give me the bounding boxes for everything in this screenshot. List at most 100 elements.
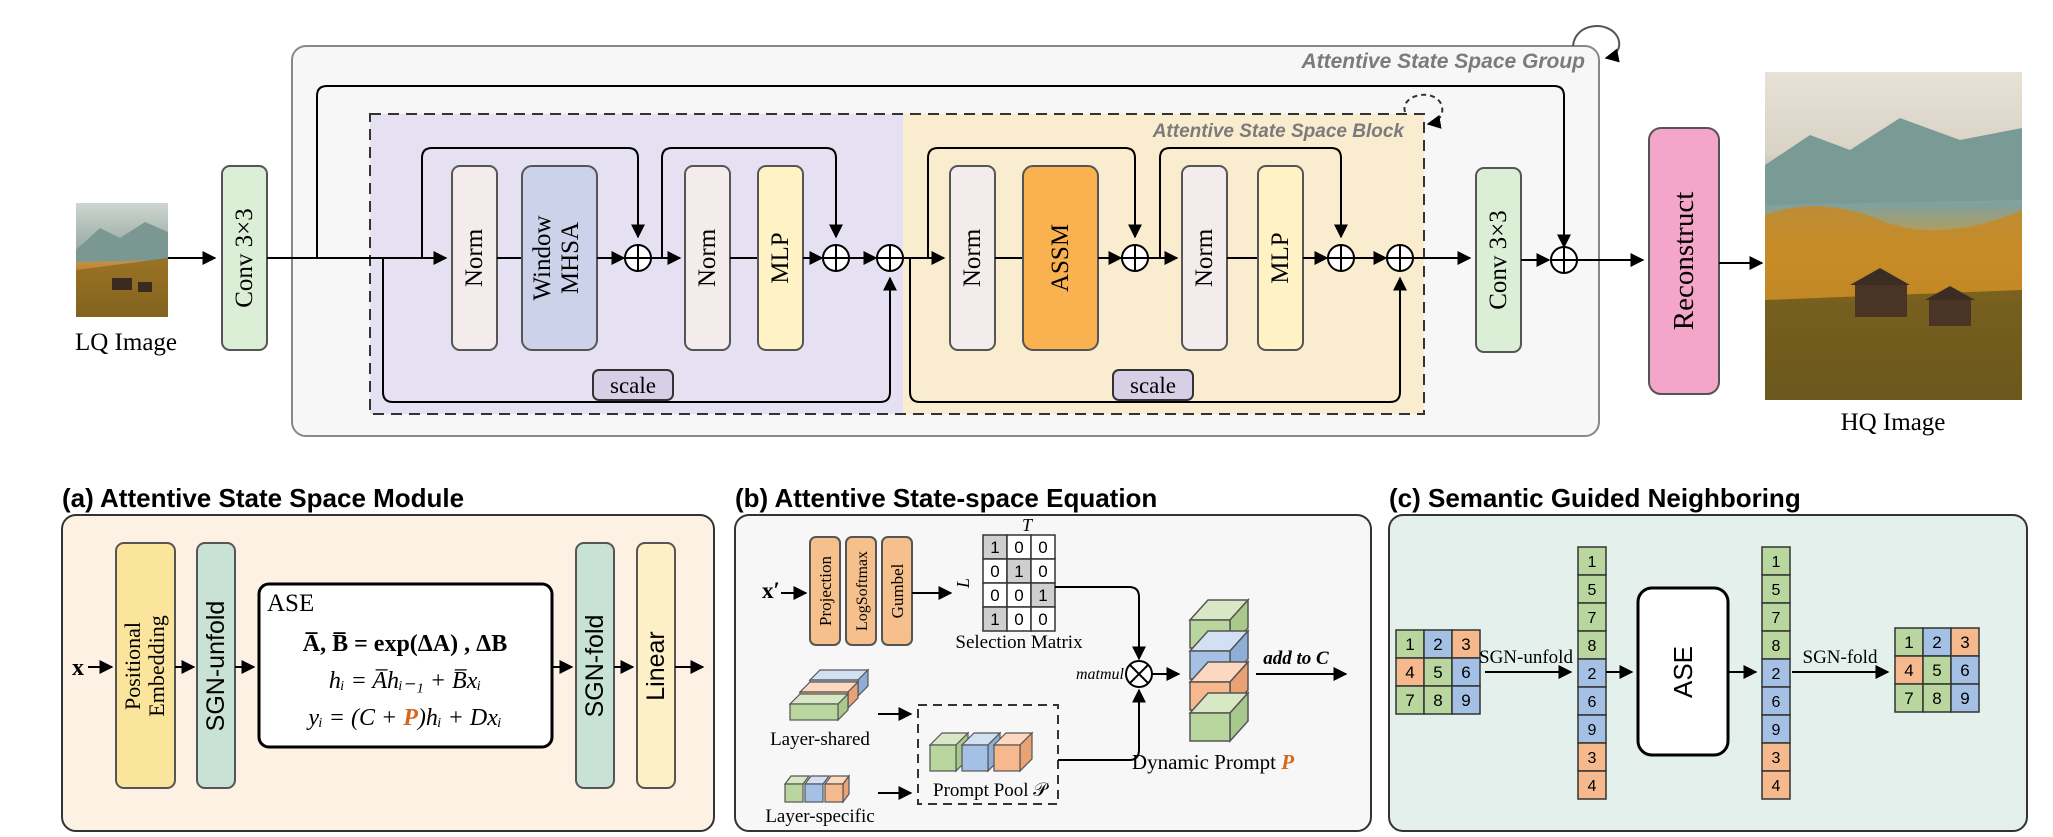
pos-emb-label-2: Embedding — [144, 615, 169, 716]
matrix-cell-value: 0 — [990, 586, 999, 605]
matrix-cell-value: 0 — [1014, 586, 1023, 605]
ase-equation-2: hᵢ = A̅hᵢ₋₁ + B̅xᵢ — [329, 668, 481, 694]
add-circle-6 — [1386, 244, 1414, 272]
matrix-L-label: L — [953, 578, 973, 589]
norm-label-2: Norm — [694, 228, 721, 287]
block-title: Attentive State Space Block — [1152, 121, 1406, 142]
grid-cell-value: 1 — [1405, 635, 1414, 654]
matrix-cell-value: 0 — [1038, 610, 1047, 629]
positional-embedding-block: Positional Embedding — [115, 542, 176, 789]
panel-b-title: (b) Attentive State-space Equation — [735, 483, 1157, 513]
sgn-fold-label: SGN-fold — [581, 615, 609, 718]
scale-box-2 — [1112, 369, 1194, 401]
layer-specific-stack — [783, 774, 851, 804]
column-cell: 6 — [1577, 686, 1607, 716]
column-cell: 7 — [1761, 602, 1791, 632]
matrix-cell: 1 — [1030, 582, 1056, 608]
column-cell: 5 — [1577, 574, 1607, 604]
mlp-block-1: MLP — [757, 165, 804, 351]
column-cell-value: 8 — [1588, 638, 1597, 655]
sgn-unfold-block: SGN-unfold — [196, 542, 236, 789]
scale-box-1 — [592, 369, 674, 401]
column-cell: 2 — [1577, 658, 1607, 688]
grid-cell: 5 — [1423, 657, 1453, 687]
panel-b-input: x′ — [762, 578, 780, 603]
matmul-label: matmul — [1076, 666, 1125, 683]
grid-cell-value: 2 — [1433, 635, 1442, 654]
dp-block-4 — [1188, 691, 1250, 743]
matrix-cell: 1 — [982, 606, 1008, 632]
norm-label-1: Norm — [461, 228, 488, 287]
column-cell: 5 — [1761, 574, 1791, 604]
grid-cell: 9 — [1451, 685, 1481, 715]
column-cell-value: 3 — [1588, 750, 1597, 767]
grid-cell: 4 — [1894, 655, 1924, 685]
column-cell-value: 9 — [1772, 722, 1781, 739]
column-cell: 9 — [1577, 714, 1607, 744]
panel-c-title: (c) Semantic Guided Neighboring — [1389, 483, 1801, 513]
grid-cell-value: 7 — [1405, 691, 1414, 710]
column-cell: 7 — [1577, 602, 1607, 632]
layer-specific-label: Layer-specific — [765, 806, 874, 827]
logsoftmax-label: LogSoftmax — [854, 551, 871, 631]
grid-cell: 4 — [1395, 657, 1425, 687]
matrix-cell: 0 — [982, 582, 1008, 608]
grid-cell: 6 — [1451, 657, 1481, 687]
add-circle-1 — [624, 244, 652, 272]
column-cell-value: 4 — [1588, 778, 1597, 795]
selection-matrix-label: Selection Matrix — [955, 632, 1083, 653]
matmul-operator — [1125, 660, 1153, 688]
grid-cell: 8 — [1922, 683, 1952, 713]
column-cell-value: 4 — [1772, 778, 1781, 795]
grid-cell-value: 5 — [1433, 663, 1442, 682]
column-cell-value: 3 — [1772, 750, 1781, 767]
grid-cell-value: 6 — [1461, 663, 1470, 682]
column-cell: 3 — [1761, 742, 1791, 772]
grid-cell: 1 — [1894, 627, 1924, 657]
norm-block-1: Norm — [451, 165, 498, 351]
grid-cell: 2 — [1922, 627, 1952, 657]
gumbel-block: Gumbel — [881, 536, 913, 646]
column-cell: 4 — [1761, 770, 1791, 800]
column-cell: 8 — [1577, 630, 1607, 660]
grid-cell: 6 — [1950, 655, 1980, 685]
matrix-cell: 0 — [1006, 606, 1032, 632]
logsoftmax-block: LogSoftmax — [845, 536, 877, 646]
matrix-cell: 0 — [1006, 582, 1032, 608]
add-circle-7 — [1550, 246, 1578, 274]
column-cell-value: 7 — [1588, 610, 1597, 627]
column-cell: 8 — [1761, 630, 1791, 660]
column-cell: 3 — [1577, 742, 1607, 772]
ase-block-label: ASE — [1668, 646, 1698, 698]
ase-title: ASE — [267, 590, 314, 617]
layer-shared-stack — [788, 668, 870, 722]
conv-in-block: Conv 3×3 — [221, 165, 268, 351]
conv-out-block: Conv 3×3 — [1475, 167, 1522, 353]
scale-label-2: scale — [1130, 373, 1176, 398]
column-cell-value: 1 — [1772, 554, 1781, 571]
grid-cell-value: 6 — [1960, 661, 1969, 680]
layer-shared-label: Layer-shared — [770, 729, 870, 750]
column-cell-value: 1 — [1588, 554, 1597, 571]
grid-cell: 3 — [1451, 629, 1481, 659]
grid-cell-value: 4 — [1405, 663, 1414, 682]
add-circle-3 — [876, 244, 904, 272]
column-cell-value: 9 — [1588, 722, 1597, 739]
matrix-cell-value: 0 — [1014, 610, 1023, 629]
prompt-pool-label: Prompt Pool 𝒫 — [933, 780, 1049, 801]
column-cell-value: 7 — [1772, 610, 1781, 627]
grid-cell-value: 5 — [1932, 661, 1941, 680]
matrix-cell-value: 1 — [990, 538, 999, 557]
matrix-cell: 0 — [1030, 606, 1056, 632]
ase-eq3-pre: yᵢ = (C + — [306, 705, 403, 731]
grid-cell: 8 — [1423, 685, 1453, 715]
hq-image-label: HQ Image — [1841, 409, 1946, 436]
column-cell-value: 5 — [1588, 582, 1597, 599]
reconstruct-label: Reconstruct — [1668, 192, 1700, 331]
matrix-cell-value: 0 — [1038, 538, 1047, 557]
scale-label-1: scale — [610, 373, 656, 398]
grid-cell-value: 7 — [1904, 689, 1913, 708]
